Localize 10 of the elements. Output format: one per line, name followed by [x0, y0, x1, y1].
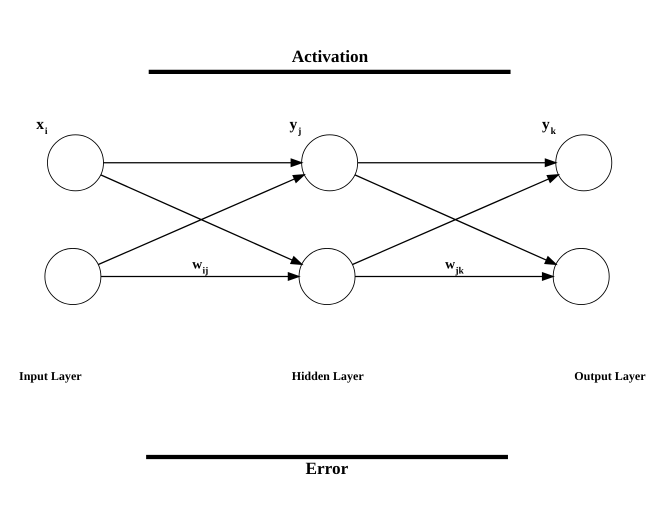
label: Input Layer: [19, 368, 82, 383]
node-label: x$_{i}$: [36, 116, 48, 137]
edge-label: w$_{ij}$: [192, 256, 208, 276]
label: Activation: [292, 46, 368, 66]
node-label: y$_{j}$: [290, 116, 302, 137]
label: Hidden Layer: [292, 368, 364, 383]
node-label: y$_{k}$: [542, 116, 556, 137]
label: Error: [306, 458, 348, 478]
edge-label: w$_{jk}$: [445, 256, 464, 276]
label: Output Layer: [574, 368, 646, 383]
